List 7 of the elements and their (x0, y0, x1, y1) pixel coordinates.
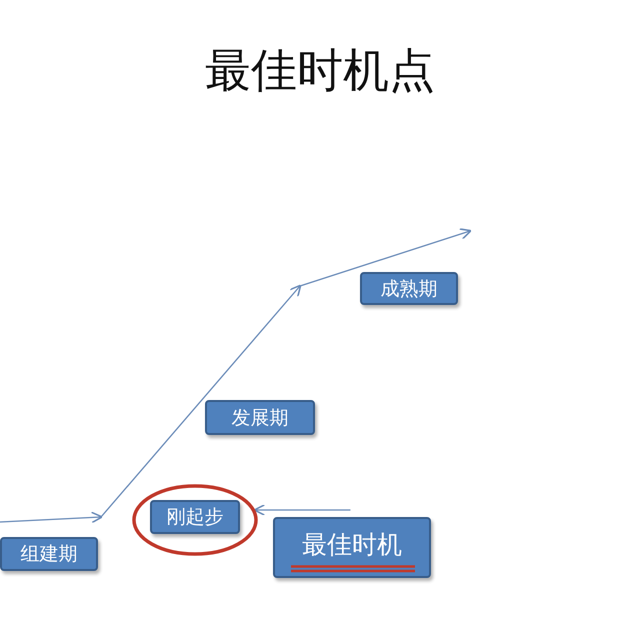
stage-box: 组建期 (0, 537, 98, 571)
title: 最佳时机点 (204, 42, 436, 99)
callout-text: 最佳时机 (302, 529, 402, 561)
stage-box: 发展期 (205, 400, 315, 435)
stage-box: 刚起步 (150, 500, 240, 534)
stage-box: 成熟期 (360, 272, 458, 305)
arrow (253, 504, 350, 516)
